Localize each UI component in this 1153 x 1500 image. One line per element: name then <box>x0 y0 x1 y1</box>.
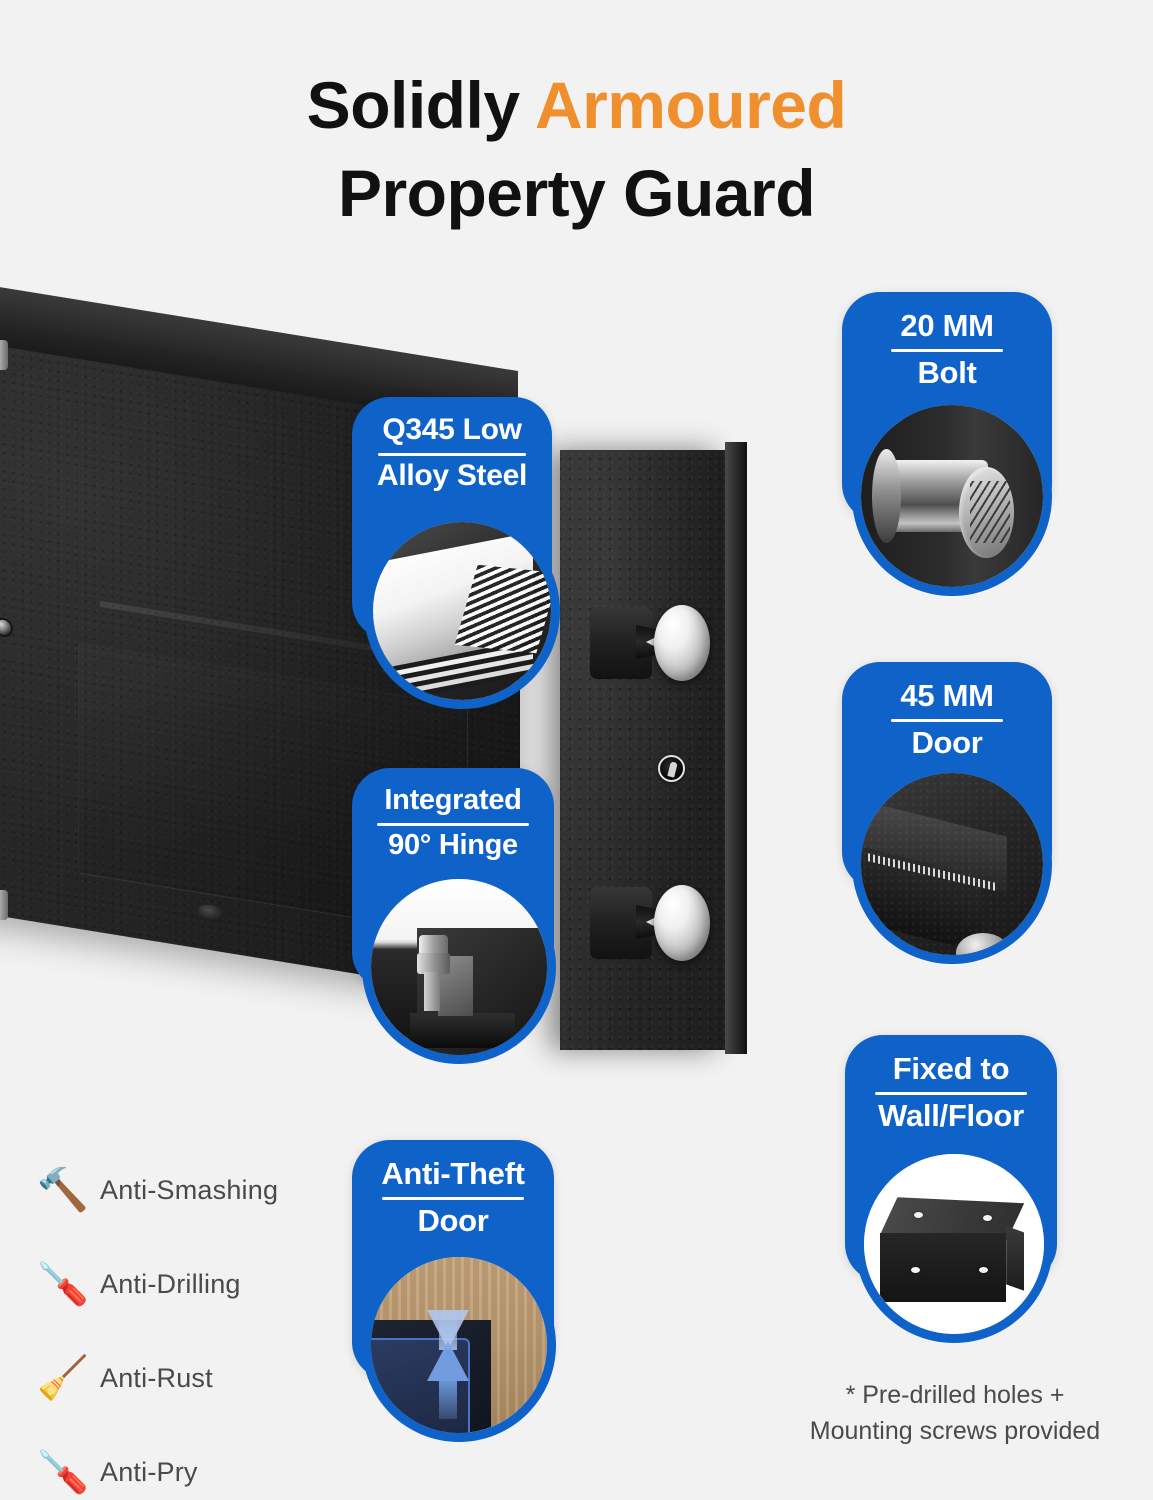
predrilled-hole <box>982 1215 992 1222</box>
badge-q345-steel: Q345 Low Alloy Steel <box>352 397 556 705</box>
badge-title-line-2: Wall/Floor <box>878 1097 1024 1133</box>
hinge-pin-stem <box>423 972 440 1011</box>
paint-roller-icon: 🧹 <box>36 1354 90 1401</box>
deadbolt-bottom <box>590 875 710 971</box>
badge-20mm-bolt: 20 MM Bolt <box>842 292 1052 592</box>
badge-title-line-1: Integrated <box>384 784 522 816</box>
badge-title: Fixed to Wall/Floor <box>845 1035 1057 1134</box>
feature-row-anti-rust: 🧹 Anti-Rust <box>26 1331 356 1425</box>
badge-title: 20 MM Bolt <box>842 292 1052 391</box>
badge-photo-hinge <box>366 874 552 1060</box>
deadbolt-closeup-illustration <box>861 405 1043 587</box>
badge-divider <box>378 452 526 456</box>
safe-box-side <box>1006 1226 1025 1291</box>
safe-door-edge <box>725 442 747 1054</box>
bolt-knurling <box>970 481 1011 544</box>
badge-integrated-hinge: Integrated 90° Hinge <box>352 768 554 1060</box>
badge-photo-anti-theft <box>366 1252 552 1438</box>
badge-divider <box>382 1196 524 1200</box>
hammer-icon: 🔨 <box>36 1166 90 1213</box>
badge-title-line-1: Q345 Low <box>382 413 522 446</box>
hinge-pin-cap <box>0 890 8 920</box>
title-accent-text: Armoured <box>534 68 847 142</box>
badge-title-line-2: Alloy Steel <box>376 458 528 492</box>
badge-divider <box>891 718 1003 722</box>
footnote-line-1: * Pre-drilled holes + <box>845 1381 1065 1409</box>
safe-box-front <box>880 1233 1007 1302</box>
badge-title-line-1: Anti-Theft <box>381 1156 525 1191</box>
page-title: Solidly Armoured Property Guard <box>0 62 1153 238</box>
feature-row-anti-smashing: 🔨 Anti-Smashing <box>26 1143 356 1237</box>
title-line-1: Solidly Armoured <box>307 68 847 142</box>
badge-divider <box>875 1091 1027 1095</box>
deadbolt-head <box>654 885 710 961</box>
feature-label: Anti-Smashing <box>100 1174 279 1205</box>
deadbolt-head <box>654 605 710 681</box>
title-line-2: Property Guard <box>337 155 816 230</box>
door-thickness-illustration <box>861 773 1043 955</box>
badge-divider <box>377 822 529 826</box>
badge-title: 45 MM Door <box>842 662 1052 761</box>
mounting-footnote: * Pre-drilled holes + Mounting screws pr… <box>766 1378 1144 1449</box>
door-knob <box>955 933 1011 955</box>
feature-label: Anti-Rust <box>100 1362 213 1393</box>
hinge-closeup-illustration <box>371 879 547 1055</box>
badge-title-line-2: Door <box>911 724 983 760</box>
feature-label: Anti-Drilling <box>100 1268 241 1299</box>
badge-title: Anti-Theft Door <box>352 1140 554 1239</box>
badge-photo-bolt <box>856 400 1048 592</box>
drill-icon: 🪛 <box>36 1260 90 1307</box>
footnote-line-2: Mounting screws provided <box>809 1416 1101 1445</box>
badge-photo-door-thickness <box>856 768 1048 960</box>
door-slab-top <box>861 797 1007 895</box>
predrilled-hole <box>979 1267 989 1274</box>
hinge-pin-body <box>416 952 451 975</box>
predrilled-hole <box>914 1211 924 1218</box>
badge-title-line-2: Bolt <box>917 354 977 390</box>
arrow-up-icon <box>427 1341 470 1420</box>
badge-title-line-2: Door <box>417 1202 489 1238</box>
deadbolt-top <box>590 595 710 691</box>
badge-fixed-to-wall-floor: Fixed to Wall/Floor <box>845 1035 1057 1339</box>
safe-box-top <box>880 1197 1025 1241</box>
hinge-pin-cap <box>0 340 8 370</box>
anti-features-list: 🔨 Anti-Smashing 🪛 Anti-Drilling 🧹 Anti-R… <box>26 1143 356 1500</box>
badge-title-line-1: Fixed to <box>892 1051 1010 1086</box>
product-image-safe <box>0 280 750 1070</box>
safe-box-mounting-illustration <box>864 1154 1044 1334</box>
badge-title-line-1: 20 MM <box>900 308 994 343</box>
door-slab-face <box>861 844 982 954</box>
bolt-collar <box>871 448 902 544</box>
keyhole-icon <box>658 755 685 782</box>
feature-row-anti-drilling: 🪛 Anti-Drilling <box>26 1237 356 1331</box>
title-plain-text: Solidly <box>306 68 535 142</box>
badge-title-line-1: 45 MM <box>900 678 994 713</box>
badge-photo-mounting <box>859 1149 1049 1339</box>
badge-photo-steel-sheets <box>368 517 556 705</box>
badge-title: Q345 Low Alloy Steel <box>352 397 552 494</box>
hinge-pin-top <box>0 340 14 406</box>
feature-row-anti-pry: 🪛 Anti-Pry <box>26 1425 356 1500</box>
screwdriver-icon: 🪛 <box>36 1448 90 1495</box>
steel-sheets-illustration <box>373 522 551 700</box>
hinge-pin-cap <box>418 935 449 957</box>
feature-label: Anti-Pry <box>100 1456 198 1487</box>
badge-title: Integrated 90° Hinge <box>352 768 554 862</box>
hinge-pin-bottom <box>0 890 14 956</box>
anti-theft-door-illustration <box>371 1257 547 1433</box>
badge-title-line-2: 90° Hinge <box>388 828 518 861</box>
door-edge-ridge <box>868 852 996 891</box>
badge-divider <box>891 348 1003 352</box>
hinge-shelf <box>409 1012 516 1048</box>
predrilled-hole <box>910 1267 920 1274</box>
badge-45mm-door: 45 MM Door <box>842 662 1052 960</box>
badge-anti-theft-door: Anti-Theft Door <box>352 1140 554 1438</box>
